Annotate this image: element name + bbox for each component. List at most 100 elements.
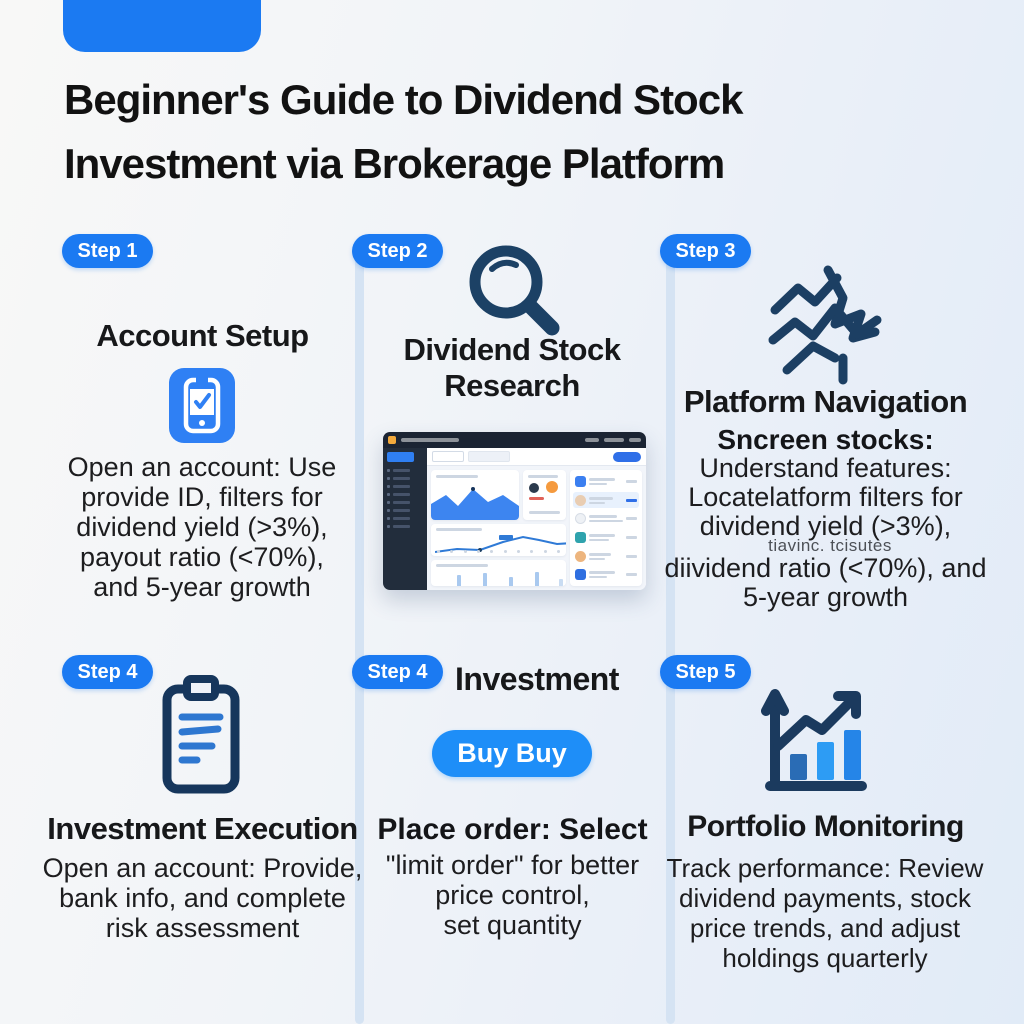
step-5-badge: Step 5 [660, 655, 751, 689]
stats-card [523, 470, 566, 520]
step-4-mid-line: "limit order" for better [385, 850, 640, 880]
dashboard-sidebar [383, 448, 427, 590]
watchlist-row[interactable] [573, 529, 639, 546]
page-title: Beginner's Guide to Dividend Stock Inves… [64, 68, 964, 196]
page-title-line2: Investment via Brokerage Platform [64, 140, 725, 187]
step-3-lead: Sncreen stocks: [717, 424, 934, 455]
step-3-badge: Step 3 [660, 234, 751, 268]
brokerage-dashboard-screenshot [383, 432, 646, 590]
bar-chart [457, 571, 563, 586]
step-3-line: diividend ratio (<70%), and [664, 553, 987, 583]
list-item-icon [575, 475, 586, 487]
dashboard-sidebar-item[interactable] [387, 525, 423, 528]
dashboard-sidebar-item[interactable] [387, 493, 423, 496]
stat-label-skeleton [538, 511, 560, 514]
line-chart-card [431, 524, 566, 556]
watchlist-row[interactable] [573, 510, 639, 527]
list-item-icon [575, 494, 586, 506]
step-4-mid-lead: Place order: Select [377, 813, 648, 846]
watchlist-row[interactable] [573, 473, 639, 490]
dashboard-sidebar-item[interactable] [387, 517, 423, 520]
dashboard-tab[interactable] [468, 451, 510, 462]
watchlist-row[interactable] [573, 548, 639, 565]
dashboard-topbar-item-skeleton[interactable] [629, 438, 641, 442]
dashboard-primary-button[interactable] [613, 451, 641, 462]
step-1-line: and 5-year growth [93, 572, 311, 602]
area-chart-card [431, 470, 519, 520]
step-4-left-line: bank info, and complete [59, 883, 346, 913]
dashboard-sidebar-item[interactable] [387, 485, 423, 488]
investment-heading: Investment [455, 661, 619, 697]
step-1-line: provide ID, filters for [81, 482, 323, 512]
step-5-line: Track performance: Review [666, 853, 984, 883]
bar-chart-card [431, 559, 566, 586]
step-1-line: dividend yield (>3%), [76, 512, 328, 542]
step-5-heading: Portfolio Monitoring [687, 810, 964, 843]
step-1-heading: Account Setup [96, 318, 309, 353]
step-5-description: Track performance: Review dividend payme… [640, 853, 1010, 973]
step-3-line: 5-year growth [742, 582, 909, 612]
clipboard-icon [162, 675, 240, 794]
buy-button[interactable]: Buy Buy [432, 730, 592, 777]
step-2-heading: Dividend Stock Research [362, 332, 662, 404]
dashboard-body [383, 448, 646, 590]
phone-check-icon [169, 368, 235, 443]
dashboard-topbar-item-skeleton[interactable] [585, 438, 599, 442]
step-4-mid-line: set quantity [443, 910, 582, 940]
step-4-mid-description: Place order: Select "limit order" for be… [360, 813, 665, 941]
line-chart [435, 535, 566, 553]
dashboard-topbar-item-skeleton[interactable] [604, 438, 624, 442]
page-title-line1: Beginner's Guide to Dividend Stock [64, 76, 743, 123]
step-5-line: holdings quarterly [722, 943, 928, 973]
dashboard-main [427, 448, 646, 590]
dashboard-tab-active[interactable] [432, 451, 464, 462]
card-title-skeleton [436, 475, 478, 478]
step-2-heading-line2: Research [444, 368, 580, 403]
list-item-icon [575, 513, 586, 525]
dashboard-header [427, 448, 646, 466]
stat-avatar-icon [529, 483, 539, 493]
stat-negative-value-skeleton [529, 497, 544, 500]
step-3-line: dividend yield (>3%), [699, 511, 952, 541]
step-4-mid-badge: Step 4 [352, 655, 443, 689]
magnifier-icon [469, 245, 560, 336]
list-item-icon [575, 550, 586, 562]
step-1-line: Open an account: Use [67, 452, 337, 482]
dashboard-left-column [431, 470, 566, 586]
dashboard-topbar-title-skeleton [401, 438, 459, 442]
brand-logo-block [63, 0, 261, 52]
timeline-divider-col3 [666, 250, 675, 1024]
dashboard-topbar [383, 432, 646, 448]
step-3-artifact-text: tiavinc. tcisutes [768, 536, 892, 555]
dashboard-sidebar-item[interactable] [387, 477, 423, 480]
list-item-icon [575, 569, 586, 581]
step-3-heading: Platform Navigation [683, 384, 968, 419]
card-title-skeleton [436, 563, 488, 567]
dashboard-sidebar-item[interactable] [387, 501, 423, 504]
stat-coin-icon [546, 481, 558, 493]
line-chart-x-axis [437, 549, 560, 553]
timeline-divider-col2 [355, 250, 364, 1024]
step-3-line: Locatelatform filters for [688, 482, 963, 512]
dashboard-sidebar-active-item[interactable] [387, 452, 414, 462]
step-3-line: Understand features: [699, 453, 952, 483]
stock-zigzag-icon [768, 265, 882, 385]
step-4-left-description: Open an account: Provide, bank info, and… [25, 853, 380, 943]
watchlist-row[interactable] [573, 566, 639, 583]
watchlist-panel [570, 470, 642, 586]
step-1-line: payout ratio (<70%), [80, 542, 324, 572]
list-item-icon [575, 531, 586, 543]
step-5-line: dividend payments, stock [679, 883, 971, 913]
watchlist-row-highlighted[interactable] [573, 491, 639, 509]
dashboard-content [427, 466, 646, 590]
step-4-left-heading: Investment Execution [47, 811, 358, 846]
card-title-skeleton [436, 528, 482, 531]
card-title-skeleton [528, 475, 558, 478]
step-1-description: Open an account: Use provide ID, filters… [32, 452, 372, 602]
step-5-line: price trends, and adjust [689, 913, 961, 943]
step-4-left-line: risk assessment [105, 913, 300, 943]
dashboard-sidebar-item[interactable] [387, 469, 423, 472]
dashboard-sidebar-item[interactable] [387, 509, 423, 512]
step-4-left-line: Open an account: Provide, [42, 853, 363, 883]
